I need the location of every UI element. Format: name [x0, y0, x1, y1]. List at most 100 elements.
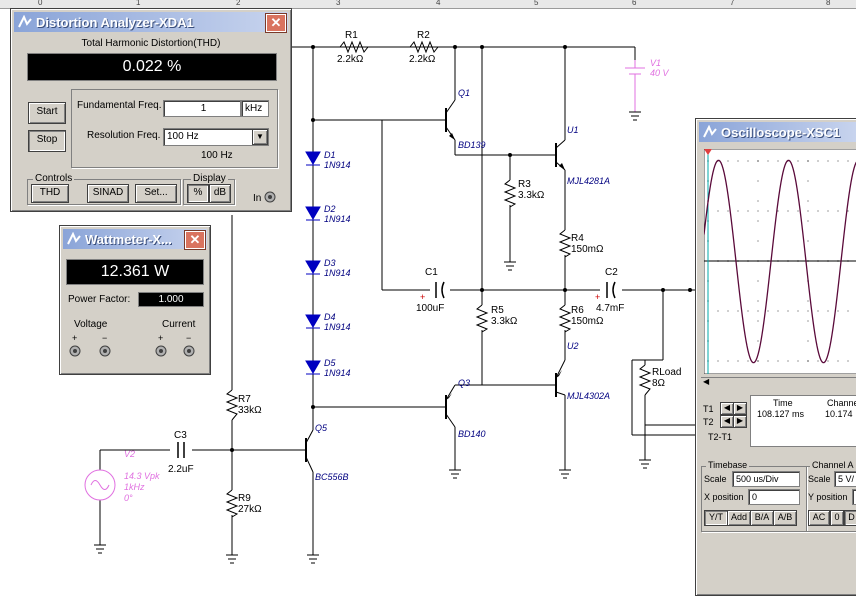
- v2-frequency: 1kHz: [124, 482, 145, 492]
- channel-a-scale-input[interactable]: 5 V/: [834, 471, 856, 487]
- wattmeter-window[interactable]: Wattmeter-X... ✕ 12.361 W Power Factor: …: [59, 225, 211, 375]
- voltage-minus-label: −: [102, 333, 108, 343]
- voltage-minus-terminal-icon[interactable]: [98, 344, 112, 358]
- r5-label[interactable]: R5: [491, 305, 504, 316]
- fundamental-freq-unit[interactable]: kHz: [241, 100, 269, 117]
- scroll-left-icon[interactable]: ◀: [703, 377, 710, 386]
- oscilloscope-window[interactable]: Oscilloscope-XSC1 ◀ T1 T2 ◀ ▶ ◀ ▶ T2-T1 …: [695, 118, 856, 596]
- wattmeter-titlebar[interactable]: Wattmeter-X... ✕: [63, 229, 207, 249]
- c2-label[interactable]: C2: [605, 267, 618, 278]
- scale-label: Scale: [704, 474, 727, 484]
- ruler-tick: 5: [534, 0, 539, 7]
- ruler-tick: 4: [436, 0, 441, 7]
- r1-label[interactable]: R1: [345, 30, 358, 41]
- t1-right-arrow-icon[interactable]: ▶: [733, 402, 747, 415]
- r9-label[interactable]: R9: [238, 493, 251, 504]
- c3-value: 2.2uF: [168, 464, 194, 475]
- close-icon[interactable]: ✕: [185, 231, 205, 249]
- x-position-input[interactable]: 0: [748, 489, 800, 505]
- c3-label[interactable]: C3: [174, 430, 187, 441]
- r9-value: 27kΩ: [238, 504, 262, 515]
- d5-part: 1N914: [324, 368, 351, 378]
- d2-label[interactable]: D2: [324, 204, 336, 214]
- q5-label[interactable]: Q5: [315, 423, 328, 433]
- voltage-plus-terminal-icon[interactable]: [68, 344, 82, 358]
- r6-label[interactable]: R6: [571, 305, 584, 316]
- add-button[interactable]: Add: [727, 510, 751, 526]
- r4-label[interactable]: R4: [571, 233, 584, 244]
- r2-value: 2.2kΩ: [409, 54, 436, 65]
- timebase-scale-input[interactable]: 500 us/Div: [732, 471, 800, 487]
- chevron-down-icon[interactable]: ▼: [252, 129, 268, 145]
- v1-label[interactable]: V1: [650, 58, 662, 68]
- u2-label[interactable]: U2: [567, 341, 579, 351]
- fundamental-freq-input[interactable]: 1: [163, 100, 241, 117]
- t1-left-arrow-icon[interactable]: ◀: [720, 402, 734, 415]
- b-over-a-button[interactable]: B/A: [750, 510, 774, 526]
- q1-label[interactable]: Q1: [458, 88, 471, 98]
- v2-label[interactable]: V2: [124, 449, 136, 459]
- q3-label[interactable]: Q3: [458, 378, 471, 388]
- r7-value: 33kΩ: [238, 405, 262, 416]
- zero-button[interactable]: 0: [830, 510, 844, 526]
- sinad-button[interactable]: SINAD: [87, 184, 129, 203]
- controls-label: Controls: [33, 173, 75, 184]
- d5-label[interactable]: D5: [324, 358, 336, 368]
- y-position-input[interactable]: [852, 489, 856, 505]
- r6-value: 150mΩ: [571, 316, 604, 327]
- d1-part: 1N914: [324, 160, 351, 170]
- ruler-tick: 6: [632, 0, 637, 7]
- d1-label[interactable]: D1: [324, 150, 336, 160]
- r2-label[interactable]: R2: [417, 30, 430, 41]
- c1-label[interactable]: C1: [425, 267, 438, 278]
- channel-value: 10.174: [825, 409, 853, 419]
- d4-label[interactable]: D4: [324, 312, 336, 322]
- yt-button[interactable]: Y/T: [704, 510, 728, 526]
- dc-button[interactable]: D: [844, 510, 856, 526]
- channel-a-trace: [704, 159, 856, 364]
- scope-scrollbar[interactable]: ◀: [701, 377, 856, 390]
- t1-label: T1: [703, 404, 714, 414]
- ruler-tick: 2: [236, 0, 241, 7]
- x-position-label: X position: [704, 492, 744, 502]
- cursor-t1-marker-icon[interactable]: [704, 149, 712, 155]
- r1-value: 2.2kΩ: [337, 54, 364, 65]
- scope-screen[interactable]: [704, 149, 856, 374]
- d3-label[interactable]: D3: [324, 258, 336, 268]
- r7-label[interactable]: R7: [238, 394, 251, 405]
- y-position-label: Y position: [808, 492, 848, 502]
- rload-label[interactable]: RLoad: [652, 367, 682, 378]
- stop-button[interactable]: Stop: [28, 130, 66, 152]
- a-over-b-button[interactable]: A/B: [773, 510, 797, 526]
- oscilloscope-titlebar[interactable]: Oscilloscope-XSC1: [699, 122, 856, 142]
- u1-label[interactable]: U1: [567, 125, 579, 135]
- t2-right-arrow-icon[interactable]: ▶: [733, 415, 747, 428]
- percent-button[interactable]: %: [187, 184, 209, 203]
- thd-button[interactable]: THD: [31, 184, 69, 203]
- power-reading: 12.361 W: [66, 259, 204, 285]
- input-terminal-icon[interactable]: [263, 190, 277, 204]
- db-button[interactable]: dB: [209, 184, 231, 203]
- current-plus-terminal-icon[interactable]: [154, 344, 168, 358]
- close-icon[interactable]: ✕: [266, 14, 286, 32]
- set-button[interactable]: Set...: [135, 184, 177, 203]
- distortion-analyzer-titlebar[interactable]: Distortion Analyzer-XDA1 ✕: [14, 12, 288, 32]
- c1-value: 100uF: [416, 303, 445, 314]
- oscilloscope-title: Oscilloscope-XSC1: [721, 125, 841, 140]
- start-button[interactable]: Start: [28, 102, 66, 124]
- input-label: In: [253, 193, 262, 204]
- ac-button[interactable]: AC: [808, 510, 830, 526]
- r3-label[interactable]: R3: [518, 179, 531, 190]
- resolution-freq-select[interactable]: 100 Hz ▼: [163, 128, 269, 146]
- settings-group: [71, 89, 278, 168]
- current-minus-terminal-icon[interactable]: [182, 344, 196, 358]
- t2-left-arrow-icon[interactable]: ◀: [720, 415, 734, 428]
- fundamental-freq-label: Fundamental Freq.: [77, 100, 162, 111]
- v1-value: 40 V: [650, 68, 669, 78]
- power-factor-label: Power Factor:: [68, 294, 131, 305]
- svg-text:+: +: [420, 292, 425, 302]
- r4-value: 150mΩ: [571, 244, 604, 255]
- distortion-analyzer-window[interactable]: Distortion Analyzer-XDA1 ✕ Total Harmoni…: [10, 8, 292, 212]
- ruler-tick: 8: [826, 0, 831, 7]
